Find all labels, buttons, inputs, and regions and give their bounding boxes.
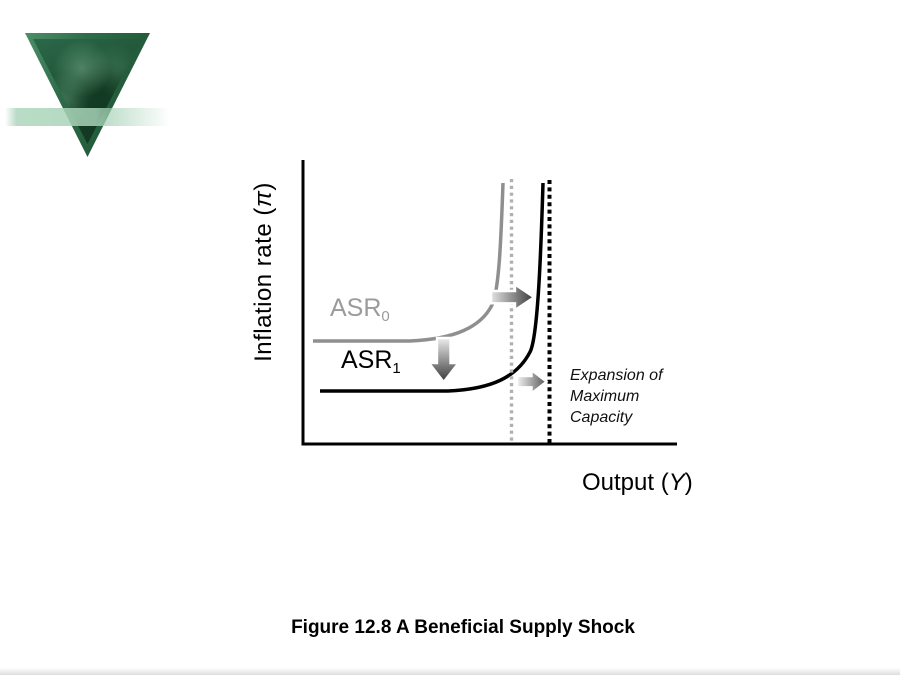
- asr1-label: ASR1: [341, 346, 401, 377]
- expansion-right-arrow-icon: [515, 367, 549, 396]
- x-axis-label-text: Output (: [582, 469, 669, 496]
- expansion-annotation: Expansion of Maximum Capacity: [570, 365, 700, 428]
- shift-down-arrow-icon: [426, 336, 461, 384]
- annotation-line-3: Capacity: [570, 409, 633, 426]
- asr1-curve: [320, 182, 545, 393]
- annotation-line-1: Expansion of: [570, 367, 663, 384]
- output-symbol: Y: [668, 469, 685, 496]
- shift-right-arrow-icon: [489, 282, 537, 313]
- asr0-label: ASR0: [330, 294, 390, 325]
- annotation-line-2: Maximum: [570, 388, 640, 405]
- asr1-label-base: ASR: [341, 346, 393, 374]
- x-axis-label: Output (Y): [582, 469, 693, 497]
- y-axis-label: Inflation rate (π): [250, 182, 278, 362]
- asr1-label-sub: 1: [392, 360, 401, 377]
- y-axis-label-close: ): [250, 182, 277, 191]
- asr0-label-base: ASR: [330, 294, 382, 322]
- marble-triangle-logo: [25, 33, 150, 157]
- axes: [301, 160, 677, 446]
- bottom-edge-shadow: [0, 668, 900, 675]
- x-axis-label-close: ): [684, 469, 693, 496]
- pi-symbol: π: [250, 190, 277, 208]
- y-axis-label-text: Inflation rate (: [250, 207, 277, 362]
- figure-caption: Figure 12.8 A Beneficial Supply Shock: [291, 617, 635, 638]
- asr0-label-sub: 0: [381, 308, 390, 325]
- logo-highlight-band: [5, 108, 170, 126]
